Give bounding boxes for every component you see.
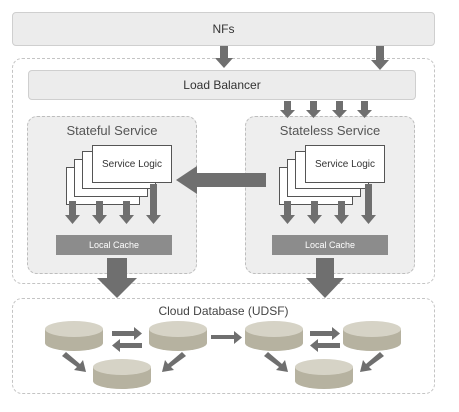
arrow-stateless-to-stateful [176, 166, 266, 194]
database-disk-4 [343, 321, 401, 351]
arrow-nfs-to-lb-right [371, 46, 389, 70]
nfs-label: NFs [212, 22, 235, 36]
database-disk-5 [93, 359, 151, 389]
arrow-stateless-to-database [306, 258, 344, 298]
cloud-database-container: Cloud Database (UDSF) [12, 298, 435, 394]
stateless-service-box: Stateless Service Service Logic Local Ca… [245, 116, 415, 274]
stateless-cache-label: Local Cache [304, 240, 356, 250]
stateless-service-title: Stateless Service [279, 123, 381, 138]
stateful-cache-label: Local Cache [88, 240, 140, 250]
stateless-logic-card: Service Logic [305, 145, 385, 183]
arrow-stateless-logic-to-cache-1 [280, 201, 295, 224]
arrow-nfs-to-lb-left [215, 46, 233, 68]
database-disk-3 [245, 321, 303, 351]
arrow-stateful-to-database [97, 258, 137, 298]
replication-arrows-left [62, 352, 186, 372]
arrow-stateless-logic-to-cache-4 [361, 184, 376, 224]
sync-arrows-3-4 [310, 327, 340, 352]
arrow-stateful-logic-to-cache-3 [119, 201, 134, 224]
database-disk-2 [149, 321, 207, 351]
stateless-logic-label: Service Logic [314, 158, 376, 170]
replication-arrows-right [264, 352, 384, 372]
arrow-stateless-logic-to-cache-2 [307, 201, 322, 224]
stateful-logic-label: Service Logic [101, 158, 163, 170]
arrow-lb-to-stateless-4 [357, 101, 372, 118]
arrow-stateful-logic-to-cache-1 [65, 201, 80, 224]
arrow-lb-to-stateless-3 [332, 101, 347, 118]
arrow-stateful-logic-to-cache-2 [92, 201, 107, 224]
database-disk-6 [295, 359, 353, 389]
database-disk-1 [45, 321, 103, 351]
stateless-local-cache: Local Cache [272, 235, 388, 255]
sync-arrows-2-3 [211, 331, 242, 344]
arrow-lb-to-stateless-2 [306, 101, 321, 118]
arrow-stateful-logic-to-cache-4 [146, 184, 161, 224]
cloud-database-title: Cloud Database (UDSF) [158, 304, 289, 318]
arrow-stateless-logic-to-cache-3 [334, 201, 349, 224]
nfs-bar: NFs [12, 12, 435, 46]
load-balancer-label: Load Balancer [183, 78, 261, 92]
sync-arrows-1-2 [112, 327, 142, 352]
stateful-service-title: Stateful Service [66, 123, 158, 138]
arrow-lb-to-stateless-1 [280, 101, 295, 118]
stateful-service-box: Stateful Service Service Logic Local Cac… [27, 116, 197, 274]
stateful-logic-card: Service Logic [92, 145, 172, 183]
load-balancer-bar: Load Balancer [28, 70, 416, 100]
stateful-local-cache: Local Cache [56, 235, 172, 255]
